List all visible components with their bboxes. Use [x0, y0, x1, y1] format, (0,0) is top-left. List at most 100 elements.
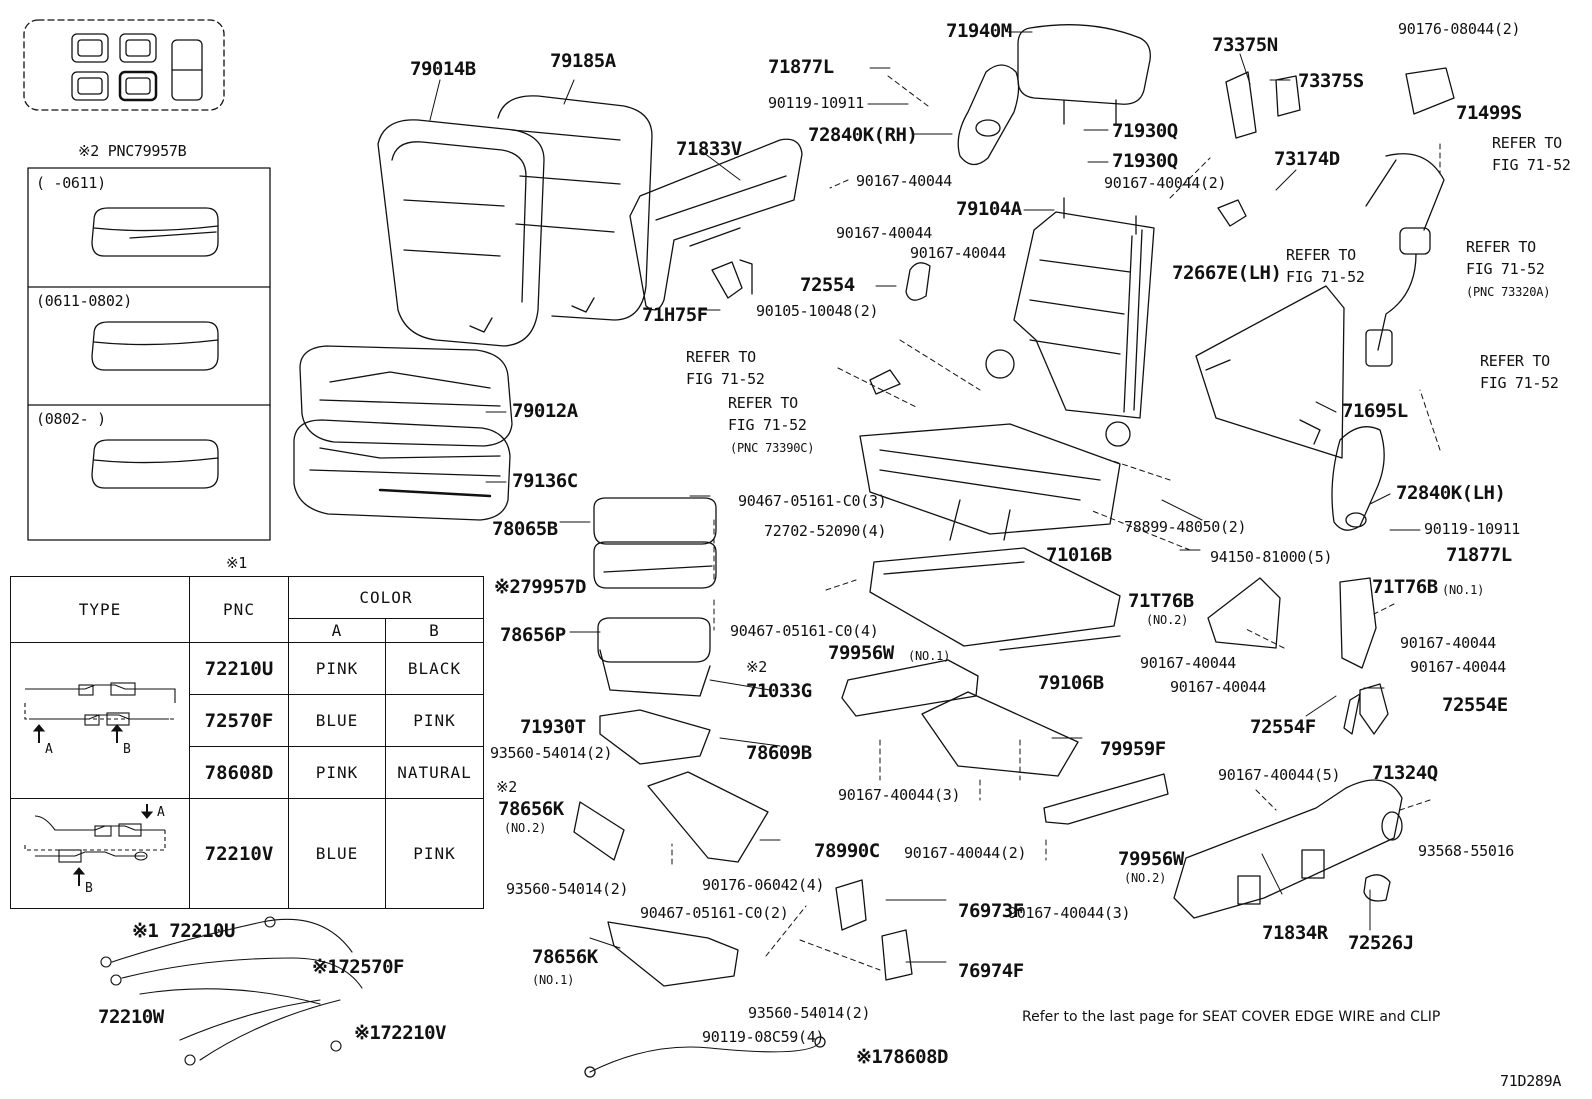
svg-text:B: B: [85, 881, 93, 896]
pnc-cell: 72210V: [189, 798, 289, 909]
part-callout: 93560-54014(2): [506, 880, 629, 898]
part-callout: 78656K: [498, 798, 564, 820]
part-callout: 79136C: [512, 470, 578, 492]
part-callout: 78656K: [532, 946, 598, 968]
part-callout: 79106B: [1038, 672, 1104, 694]
part-callout: FIG 71-52: [728, 416, 807, 434]
cable-assemblies: [100, 916, 363, 1066]
seat-belt: [1365, 153, 1445, 367]
part-callout: ※279957D: [494, 576, 587, 598]
color-b-cell: PINK: [385, 798, 484, 909]
part-callout: 90467-05161-C0(4): [730, 622, 879, 640]
part-callout: 93568-55016: [1418, 842, 1515, 860]
vehicle-locator-icon: [23, 19, 225, 111]
part-callout: 71833V: [676, 138, 742, 160]
part-callout: 71T76B: [1128, 590, 1194, 612]
dashed-fastener-leaders: [671, 75, 1441, 971]
header-color: COLOR: [288, 576, 484, 619]
part-callout: REFER TO: [1286, 246, 1356, 264]
part-callout: 72554: [800, 274, 855, 296]
header-pnc: PNC: [189, 576, 289, 643]
part-callout: 71930Q: [1112, 150, 1178, 172]
color-b-cell: PINK: [385, 694, 484, 747]
armrest-lh: [1331, 426, 1385, 531]
inset-range-1: ( -0611): [36, 174, 106, 192]
part-callout: 79956W: [828, 642, 894, 664]
part-callout: 79959F: [1100, 738, 1166, 760]
pnc-cell: 72570F: [189, 694, 289, 747]
part-callout: 90167-40044: [1400, 634, 1497, 652]
armrest-pad-upper: [593, 497, 717, 545]
part-callout: 93560-54014(2): [748, 1004, 871, 1022]
part-callout: 71940M: [946, 20, 1012, 42]
part-callout: 72210W: [98, 1006, 164, 1028]
part-callout: 90119-10911: [768, 94, 865, 112]
part-callout: FIG 71-52: [1492, 156, 1571, 174]
cable-78608D: [589, 1041, 821, 1073]
part-callout: 73375N: [1212, 34, 1278, 56]
part-callout: 90119-10911: [1424, 520, 1521, 538]
part-callout: 90167-40044: [1140, 654, 1237, 672]
part-callout: 71834R: [1262, 922, 1328, 944]
pnc-cell: 72210U: [189, 642, 289, 695]
cable-type-1-icon: A B: [24, 681, 176, 757]
color-a-cell: BLUE: [288, 798, 386, 909]
header-type: TYPE: [10, 576, 190, 643]
part-callout: (NO.2): [1146, 613, 1189, 627]
part-callout: ※1 72210U: [132, 920, 235, 942]
inset-range-3: (0802- ): [36, 410, 106, 428]
part-callout: ※178608D: [856, 1046, 949, 1068]
slide-rail: [869, 547, 1121, 651]
side-cover-rh: [1195, 285, 1345, 459]
part-callout: 71016B: [1046, 544, 1112, 566]
part-callout: (NO.1): [908, 649, 951, 663]
color-b-cell: NATURAL: [385, 746, 484, 799]
part-callout: FIG 71-52: [686, 370, 765, 388]
part-callout: 78899-48050(2): [1124, 518, 1247, 536]
armrest-pad-lower: [597, 617, 711, 663]
color-a-cell: BLUE: [288, 694, 386, 747]
part-callout: (NO.2): [1124, 871, 1167, 885]
part-callout: 76973F: [958, 900, 1024, 922]
part-callout: 71877L: [1446, 544, 1512, 566]
cushion-covers: [293, 345, 513, 521]
part-callout: 71499S: [1456, 102, 1522, 124]
part-callout: 71695L: [1342, 400, 1408, 422]
part-callout: 90167-40044: [1410, 658, 1507, 676]
part-callout: FIG 71-52: [1466, 260, 1545, 278]
seatback-frame: [985, 197, 1155, 447]
part-callout: FIG 71-52: [1286, 268, 1365, 286]
color-b-cell: BLACK: [385, 642, 484, 695]
header-color-a: A: [288, 618, 386, 643]
part-callout: ※172570F: [312, 956, 405, 978]
footer-note: Refer to the last page for SEAT COVER ED…: [1022, 1009, 1441, 1025]
part-callout: 72667E(LH): [1172, 262, 1282, 284]
table-marker: ※1: [226, 554, 247, 572]
type-cell-2: A B: [10, 798, 190, 909]
part-callout: 79185A: [550, 50, 616, 72]
part-callout: 71877L: [768, 56, 834, 78]
lower-shield-rh: [1173, 779, 1403, 919]
part-callout: 71033G: [746, 680, 812, 702]
part-callout: 90167-40044: [910, 244, 1007, 262]
part-callout: 90167-40044: [1170, 678, 1267, 696]
svg-text:A: A: [157, 805, 165, 820]
part-callout: 90176-06042(4): [702, 876, 825, 894]
part-callout: 90176-08044(2): [1398, 20, 1521, 38]
headrest: [1017, 24, 1151, 105]
part-callout: 72526J: [1348, 932, 1414, 954]
part-callout: 71H75F: [642, 304, 708, 326]
part-callout: 90119-08C59(4): [702, 1028, 825, 1046]
side-shield-upper: [629, 138, 803, 311]
part-callout: (NO.2): [504, 821, 547, 835]
part-callout: REFER TO: [728, 394, 798, 412]
type-cell-1: A B: [10, 642, 190, 799]
part-callout: 94150-81000(5): [1210, 548, 1333, 566]
part-callout: 90167-40044(5): [1218, 766, 1341, 784]
part-callout: 90467-05161-C0(2): [640, 904, 789, 922]
part-callout: ※2: [496, 778, 517, 796]
part-callout: 93560-54014(2): [490, 744, 613, 762]
part-callout: (NO.1): [532, 973, 575, 987]
